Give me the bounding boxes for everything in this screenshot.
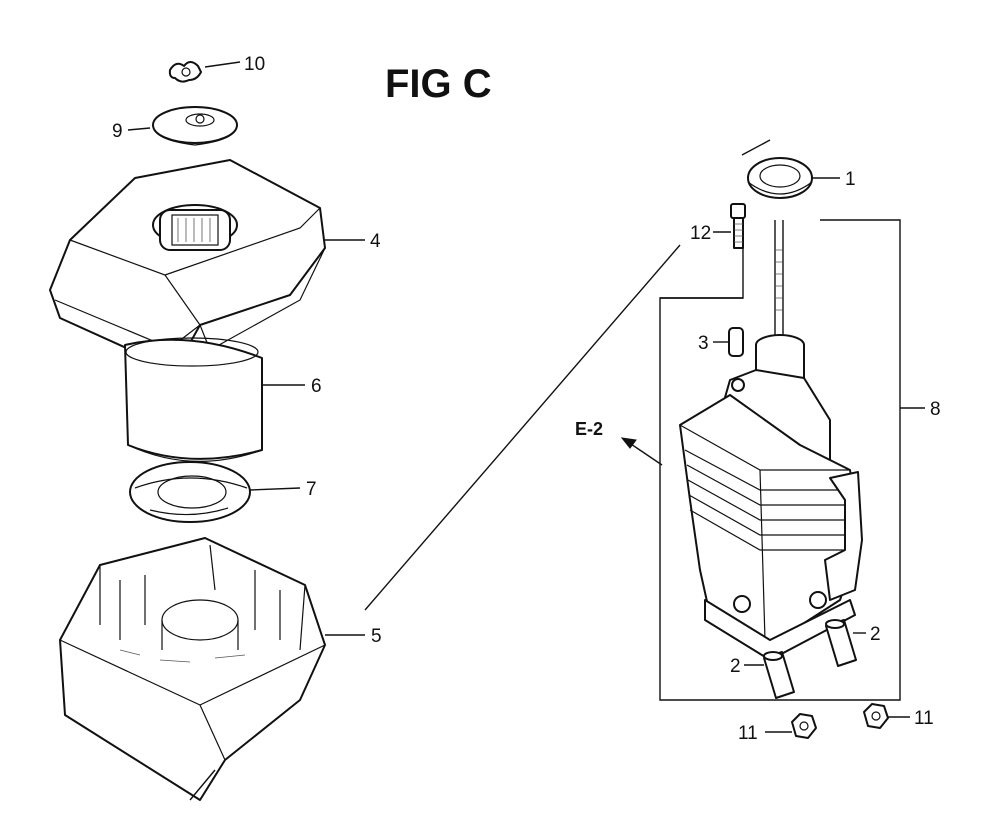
dowel-part: [728, 327, 744, 357]
connection-line: [364, 244, 681, 611]
figure-title: FIG C: [385, 62, 492, 106]
callout-5: 5: [371, 626, 382, 647]
nut-part-right: [863, 703, 889, 729]
stud-part-right: [825, 619, 857, 667]
top-guide-line: [741, 139, 771, 156]
callout-10: 10: [244, 54, 265, 75]
nut-part-left: [791, 713, 817, 739]
bolt-part: [730, 203, 746, 249]
callout-2-left: 2: [730, 656, 741, 677]
callout-6: 6: [311, 376, 322, 397]
callout-4: 4: [370, 231, 381, 252]
callout-7: 7: [306, 479, 317, 500]
callout-12: 12: [690, 223, 711, 244]
callout-leaders: [127, 61, 925, 733]
ref-arrow-e2: E-2: [575, 419, 663, 466]
seal-ring-part: [747, 157, 813, 199]
wing-nut-part: [168, 61, 202, 83]
air-cleaner-cover-part: [49, 159, 326, 371]
callout-11-right: 11: [914, 708, 934, 729]
callout-11-left: 11: [738, 723, 758, 744]
callout-2-right: 2: [870, 624, 881, 645]
callout-1: 1: [845, 169, 856, 190]
seal-washer-part: [152, 106, 238, 146]
callout-9: 9: [112, 121, 123, 142]
air-cleaner-case-part: [59, 537, 326, 801]
filter-grommet-part: [129, 461, 251, 523]
filter-element-part: [124, 337, 263, 462]
callout-3: 3: [698, 333, 709, 354]
ref-label: E-2: [575, 419, 603, 439]
tank-assembly-part: [679, 220, 863, 661]
callout-8: 8: [930, 399, 941, 420]
stud-part-left: [763, 651, 795, 699]
